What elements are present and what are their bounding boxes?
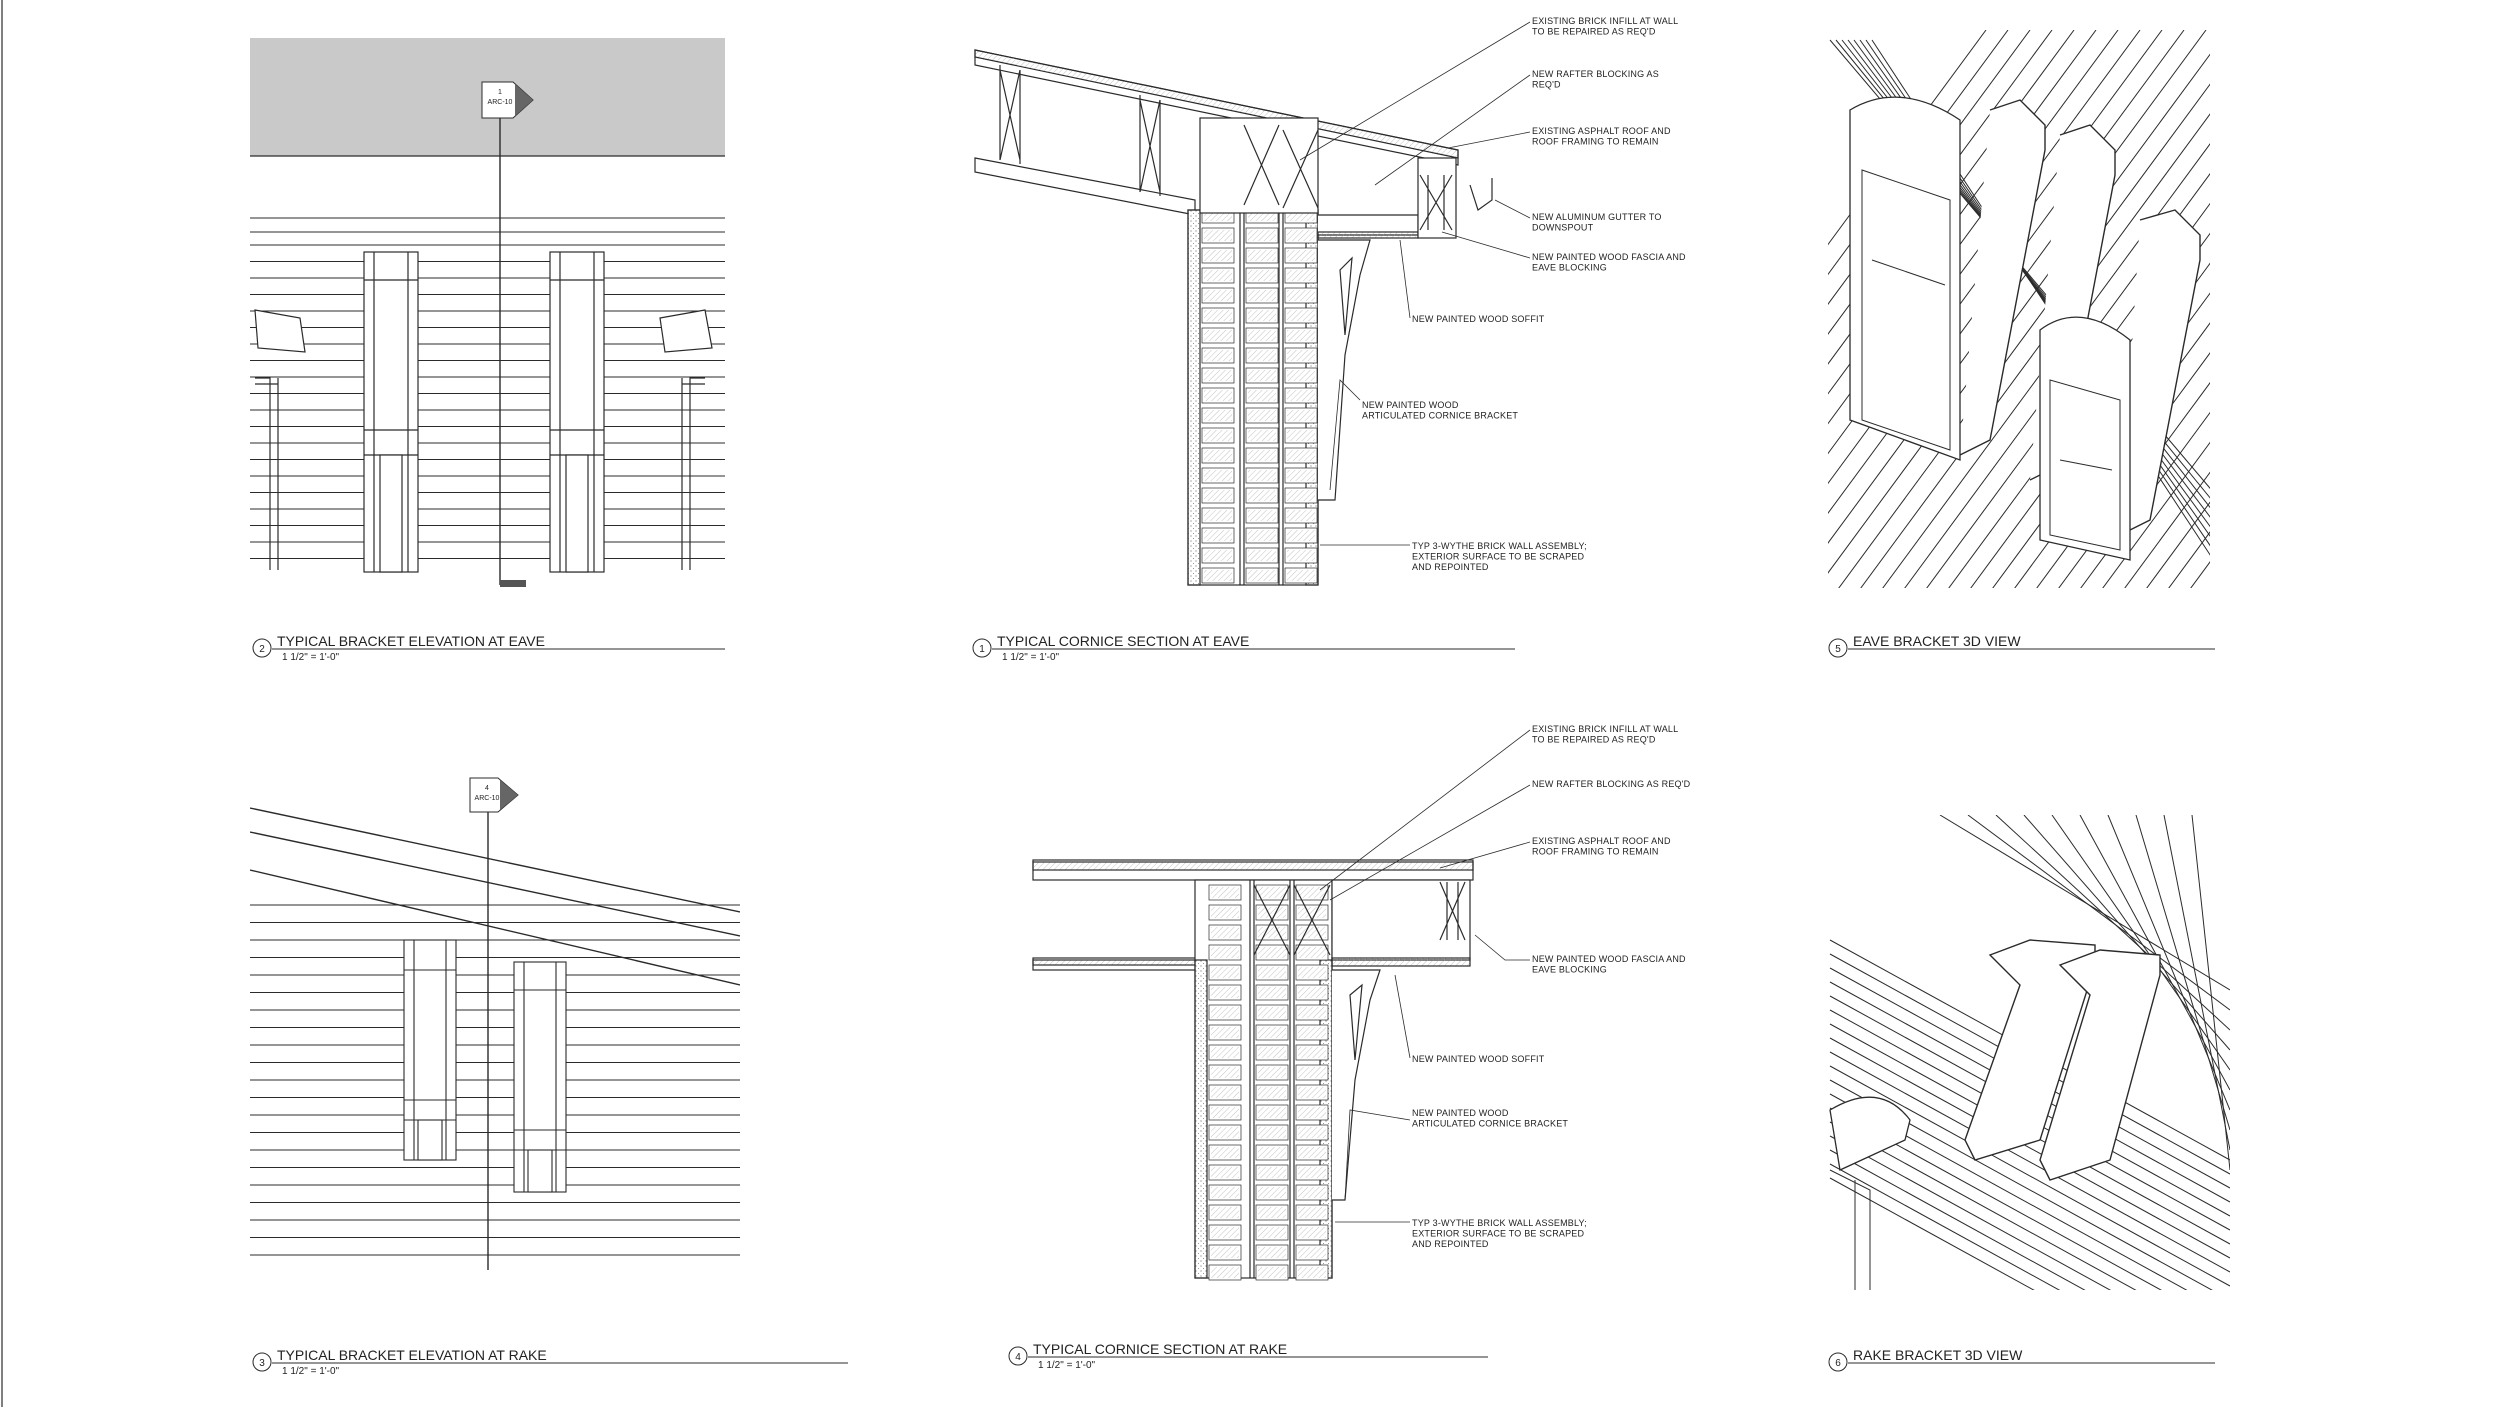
note-line: TO BE REPAIRED AS REQ'D [1532,735,1656,745]
note-line: EXISTING BRICK INFILL AT WALL [1532,16,1678,26]
detail-number: 6 [1835,1358,1841,1369]
cornice-section-eave-leaders [1299,21,1531,546]
section-marker-rake-sheet: ARC-10 [475,795,500,802]
note-line: DOWNSPOUT [1532,223,1594,233]
detail-title: TYPICAL BRACKET ELEVATION AT RAKE [277,1347,547,1363]
note-line: TYP 3-WYTHE BRICK WALL ASSEMBLY; [1412,1218,1587,1228]
note-line: NEW PAINTED WOOD [1362,400,1459,410]
detail-number-bubble [1828,638,1848,658]
title-block-d2: 2 TYPICAL BRACKET ELEVATION AT EAVE 1 1/2"… [252,633,725,663]
note-line: EXTERIOR SURFACE TO BE SCRAPED [1412,1229,1585,1239]
note-line: EXISTING ASPHALT ROOF AND [1532,836,1671,846]
detail-number-bubble [972,638,992,658]
detail-number: 1 [979,644,985,655]
detail-number-bubble [1828,1352,1848,1372]
cornice-section-rake-drawing [1032,859,1474,1281]
note-line: NEW PAINTED WOOD [1412,1108,1509,1118]
note-line: EXTERIOR SURFACE TO BE SCRAPED [1412,552,1585,562]
detail-title: TYPICAL CORNICE SECTION AT EAVE [997,633,1249,649]
note-line: NEW RAFTER BLOCKING AS [1532,69,1659,79]
rake-bracket-3d-drawing [1829,815,2230,1290]
detail-title: TYPICAL CORNICE SECTION AT RAKE [1033,1341,1287,1357]
eave-bracket-3d-drawing [1828,30,2210,588]
detail-number-bubble [252,638,272,658]
note-line: EAVE BLOCKING [1532,263,1607,273]
detail-scale: 1 1/2" = 1'-0" [1038,1360,1096,1371]
section-marker-eave[interactable]: 1 ARC-10 [481,81,534,119]
detail-scale: 1 1/2" = 1'-0" [282,1366,340,1377]
note-line: AND REPOINTED [1412,1239,1489,1249]
section-marker-eave-sheet: ARC-10 [488,99,513,106]
detail-titles: 2 TYPICAL BRACKET ELEVATION AT EAVE 1 1/2"… [252,633,2215,1377]
detail-scale: 1 1/2" = 1'-0" [282,652,340,663]
note-line: EXISTING ASPHALT ROOF AND [1532,126,1671,136]
note-line: NEW PAINTED WOOD FASCIA AND [1532,252,1686,262]
note-line: ROOF FRAMING TO REMAIN [1532,137,1659,147]
cornice-section-rake-leaders [1319,729,1531,1223]
detail-title: EAVE BRACKET 3D VIEW [1853,633,2021,649]
detail-number: 5 [1835,644,1841,655]
title-block-d6: 6 RAKE BRACKET 3D VIEW [1828,1347,2215,1372]
note-line: AND REPOINTED [1412,562,1489,572]
note-line: EAVE BLOCKING [1532,965,1607,975]
note-line: NEW PAINTED WOOD SOFFIT [1412,1054,1545,1064]
note-line: NEW PAINTED WOOD FASCIA AND [1532,954,1686,964]
detail-number-bubble [1008,1346,1028,1366]
note-line: NEW RAFTER BLOCKING AS REQ'D [1532,779,1691,789]
note-line: TYP 3-WYTHE BRICK WALL ASSEMBLY; [1412,541,1587,551]
note-line: TO BE REPAIRED AS REQ'D [1532,27,1656,37]
title-block-d3: 3 TYPICAL BRACKET ELEVATION AT RAKE 1 1/2"… [252,1347,848,1377]
detail-number: 2 [259,644,265,655]
cornice-section-eave-drawing [974,49,1493,586]
bracket-elevation-rake-drawing [250,790,740,1270]
detail-title: TYPICAL BRACKET ELEVATION AT EAVE [277,633,545,649]
note-line: ROOF FRAMING TO REMAIN [1532,847,1659,857]
detail-number-bubble [252,1352,272,1372]
note-line: ARTICULATED CORNICE BRACKET [1362,411,1518,421]
note-line: NEW ALUMINUM GUTTER TO [1532,212,1662,222]
section-marker-rake-number: 4 [485,785,489,792]
note-line: REQ'D [1532,80,1561,90]
note-line: NEW PAINTED WOOD SOFFIT [1412,314,1545,324]
detail-number: 4 [1015,1352,1021,1363]
detail-number: 3 [259,1358,265,1369]
bracket-elevation-eave-drawing [250,38,725,587]
detail-title: RAKE BRACKET 3D VIEW [1853,1347,2023,1363]
section-marker-eave-number: 1 [498,89,502,96]
title-block-d4: 4 TYPICAL CORNICE SECTION AT RAKE 1 1/2" =… [1008,1341,1488,1371]
note-line: ARTICULATED CORNICE BRACKET [1412,1119,1568,1129]
title-block-d1: 1 TYPICAL CORNICE SECTION AT EAVE 1 1/2" =… [972,633,1515,663]
note-line: EXISTING BRICK INFILL AT WALL [1532,724,1678,734]
title-block-d5: 5 EAVE BRACKET 3D VIEW [1828,633,2215,658]
section-marker-rake[interactable]: 4 ARC-10 [469,777,519,813]
detail-scale: 1 1/2" = 1'-0" [1002,652,1060,663]
